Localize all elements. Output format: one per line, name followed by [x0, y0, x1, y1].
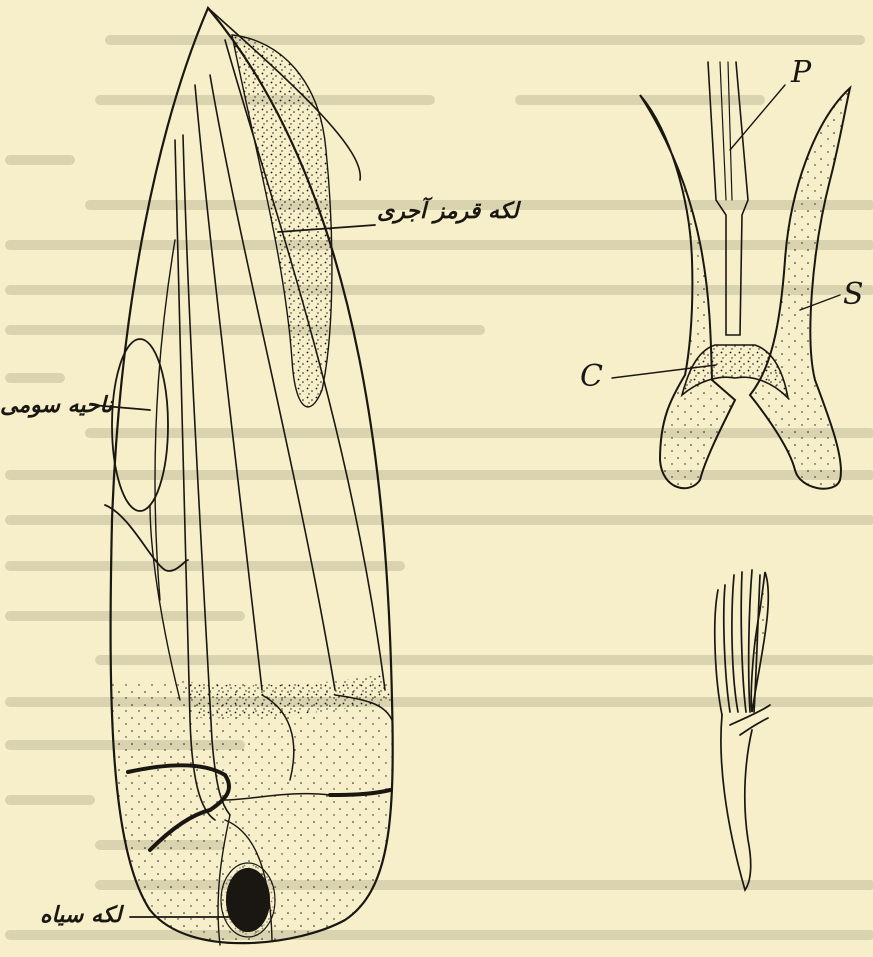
clasper-finger-1 [715, 585, 730, 715]
label-black-spot: لکه سیاه [40, 904, 122, 926]
label-red-brick-spot: لکه قرمز آجری [377, 200, 519, 222]
clasper-figure [715, 570, 770, 890]
label-s: S [843, 280, 864, 310]
label-c: C [580, 362, 603, 392]
gland-oval [112, 339, 168, 511]
clasper-stalk [721, 715, 752, 890]
label-gland-area: ناحیه سومی [0, 394, 112, 416]
label-p: P [791, 58, 811, 88]
gland-stem [150, 505, 180, 700]
red-brick-spot [232, 35, 332, 407]
clasper-finger-2 [732, 572, 746, 712]
genitalia-figure [612, 62, 850, 489]
